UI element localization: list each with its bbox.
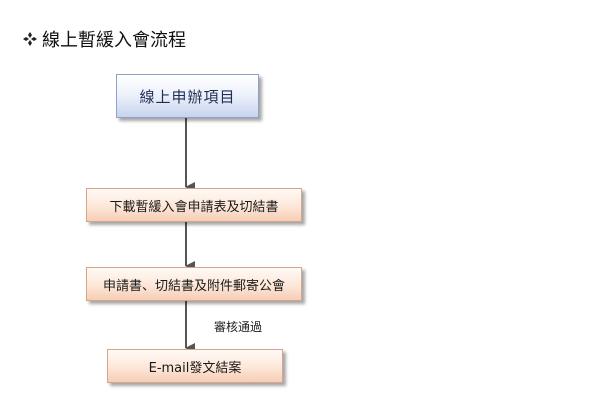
four-diamond-bullet-icon bbox=[22, 31, 38, 47]
flow-step-label: 申請書、切結書及附件郵寄公會 bbox=[102, 278, 285, 294]
flow-step-download-forms: 下載暫緩入會申請表及切結書 bbox=[86, 188, 302, 222]
approval-edge-label: 審核通過 bbox=[214, 320, 263, 334]
flow-step-online-application: 線上申辦項目 bbox=[116, 74, 259, 118]
flow-step-label: E-mail發文結案 bbox=[148, 360, 242, 376]
flow-step-mail-documents: 申請書、切結書及附件郵寄公會 bbox=[86, 267, 302, 301]
page-title: 線上暫緩入會流程 bbox=[22, 27, 186, 51]
flow-step-email-closure: E-mail發文結案 bbox=[107, 349, 283, 383]
flow-step-label: 下載暫緩入會申請表及切結書 bbox=[109, 199, 279, 215]
page-title-text: 線上暫緩入會流程 bbox=[42, 30, 186, 51]
flow-step-label: 線上申辦項目 bbox=[139, 87, 236, 106]
